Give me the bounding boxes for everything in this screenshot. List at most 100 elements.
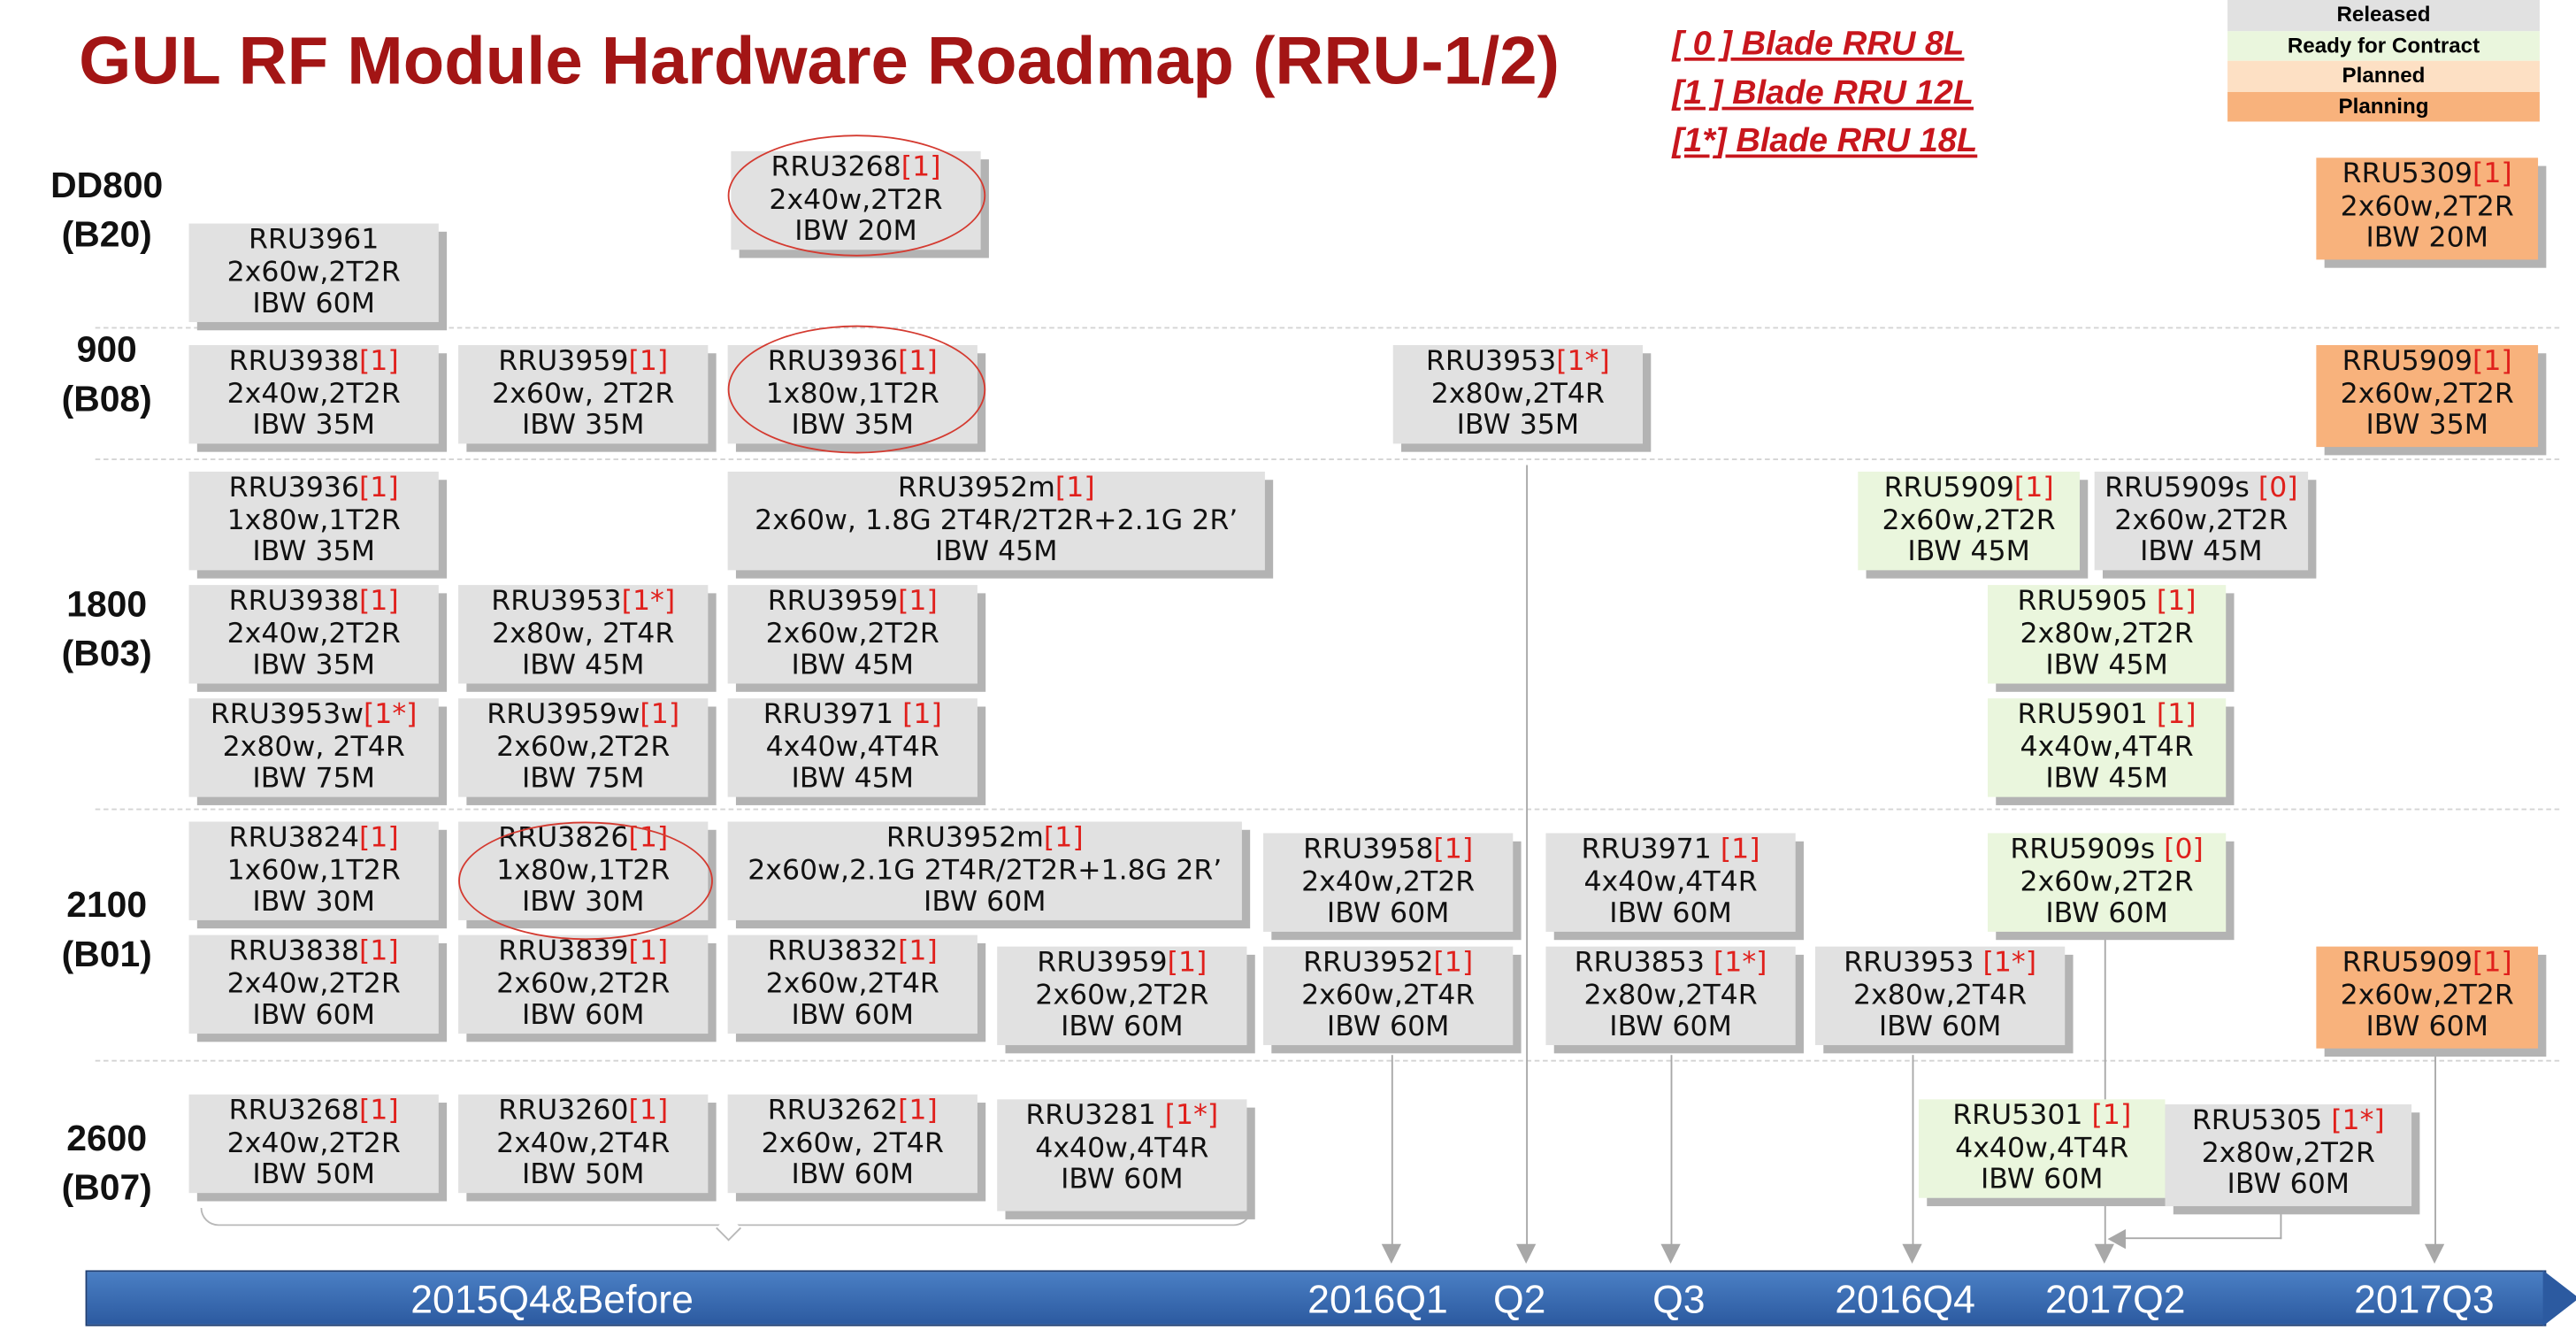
module-name: RRU3959w: [487, 698, 640, 732]
timeline-elbow: [2122, 1237, 2282, 1240]
module-ibw: IBW 35M: [1456, 409, 1580, 442]
band-label-2100: 2100(B01): [61, 884, 152, 975]
module-name-line: RRU5909s [0]: [2095, 471, 2308, 505]
module-name: RRU3953w: [210, 698, 364, 732]
module-name-line: RRU5901 [1]: [1988, 698, 2226, 732]
timeline-label: Q2: [1493, 1278, 1546, 1323]
timeline-connector: [1526, 465, 1529, 1250]
module-ibw: IBW 45M: [521, 649, 645, 682]
module-name-line: RRU3958[1]: [1263, 834, 1513, 866]
module-name: RRU3959: [767, 585, 899, 619]
module-name: RRU3262: [767, 1094, 899, 1127]
timeline-bar: [85, 1270, 2547, 1326]
module-blade-tag: [1]: [2156, 698, 2196, 732]
module-ibw: IBW 60M: [1061, 1163, 1184, 1196]
module-name-line: RRU3938[1]: [189, 585, 439, 619]
module-spec: 2x60w,2.1G 2T4R/2T2R+1.8G 2R’: [748, 853, 1223, 887]
module-name-line: RRU3260[1]: [458, 1094, 708, 1128]
module-ibw: IBW 60M: [1061, 1011, 1184, 1044]
module-name-line: RRU3838[1]: [189, 935, 439, 968]
module-name-line: RRU5309[1]: [2316, 158, 2538, 191]
module-ibw: IBW 60M: [521, 999, 645, 1033]
module-blade-tag: [1]: [2472, 158, 2512, 191]
timeline-arrowhead: [1660, 1243, 1681, 1265]
timeline-arrowhead: [1902, 1243, 1922, 1265]
module-name-line: RRU3268[1]: [189, 1095, 439, 1128]
blade-notes: [ 0 ] Blade RRU 8L [1 ] Blade RRU 12L [1…: [1672, 19, 1977, 165]
timeline-connector: [1912, 1055, 1914, 1250]
module-name: RRU5909: [1883, 471, 2014, 505]
module-name: RRU5909s: [2104, 471, 2258, 505]
module-blade-tag: [1]: [902, 698, 942, 732]
module-ibw: IBW 35M: [2365, 409, 2488, 442]
module-spec: 2x80w,2T4R: [1853, 978, 2028, 1011]
module-ibw: IBW 35M: [252, 409, 375, 442]
timeline-arrowhead: [2094, 1243, 2114, 1265]
module-ibw: IBW 60M: [1609, 896, 1732, 931]
module-spec: 2x60w,2T2R: [1035, 978, 1209, 1011]
blade-note-8l: [ 0 ] Blade RRU 8L: [1672, 24, 1965, 63]
module-name-line: RRU3853 [1*]: [1545, 946, 1795, 980]
module-ibw: IBW 50M: [521, 1158, 645, 1192]
highlight-circle: [458, 821, 713, 941]
band-label-2600: 2600(B07): [61, 1117, 152, 1208]
module-ibw: IBW 60M: [252, 999, 375, 1033]
module-blade-tag: [1]: [898, 585, 938, 619]
module-name: RRU3938: [228, 585, 359, 619]
module-spec: 2x60w,2T2R: [2340, 377, 2514, 411]
module-name: RRU3260: [498, 1094, 629, 1127]
module-spec: 2x80w,2T2R: [2020, 617, 2194, 650]
module-spec: 2x60w,2T2R: [2340, 978, 2514, 1011]
module-blade-tag: [1]: [1167, 946, 1208, 980]
module-name-line: RRU3281 [1*]: [997, 1099, 1246, 1133]
module-spec: 2x80w,2T4R: [1430, 377, 1605, 411]
module-blade-tag: [1*]: [621, 585, 676, 619]
module-blade-tag: [1*]: [1164, 1099, 1219, 1133]
module-blade-tag: [1]: [358, 471, 399, 505]
module-spec: 2x60w,2T2R: [496, 730, 671, 764]
module-name: RRU3953: [1425, 344, 1557, 379]
module-blade-tag: [1]: [1054, 471, 1095, 505]
timeline-connector: [2434, 1055, 2436, 1250]
module-name: RRU5909: [2342, 344, 2473, 379]
module-name: RRU3952: [1303, 946, 1434, 980]
module-name-line: RRU5909[1]: [2316, 344, 2538, 379]
module-name: RRU3971: [763, 698, 903, 732]
module-spec: 4x40w,4T4R: [1583, 865, 1758, 898]
module-spec: 2x60w,2T2R: [1882, 504, 2056, 537]
timeline-connector: [1391, 1055, 1393, 1250]
module-spec: 4x40w,4T4R: [765, 730, 939, 764]
module-name-line: RRU3953w[1*]: [189, 698, 439, 732]
module-name: RRU3958: [1303, 833, 1434, 866]
module-spec: 2x60w,2T2R: [496, 966, 671, 1000]
module-spec: 2x40w,2T2R: [226, 1126, 401, 1160]
module-blade-tag: [1*]: [1713, 946, 1767, 980]
module-spec: 1x60w,1T2R: [226, 853, 401, 887]
timeline-label: Q3: [1652, 1278, 1706, 1323]
timeline-connector: [2104, 936, 2106, 1250]
timeline-label: 2017Q3: [2354, 1278, 2495, 1323]
timeline-label: 2016Q4: [1835, 1278, 1975, 1323]
module-ibw: IBW 45M: [2045, 762, 2168, 796]
module-ibw: IBW 75M: [252, 762, 375, 796]
module-ibw: IBW 20M: [2365, 221, 2488, 255]
module-spec: 2x40w,2T2R: [1301, 865, 1476, 898]
module-ibw: IBW 60M: [1609, 1011, 1732, 1044]
